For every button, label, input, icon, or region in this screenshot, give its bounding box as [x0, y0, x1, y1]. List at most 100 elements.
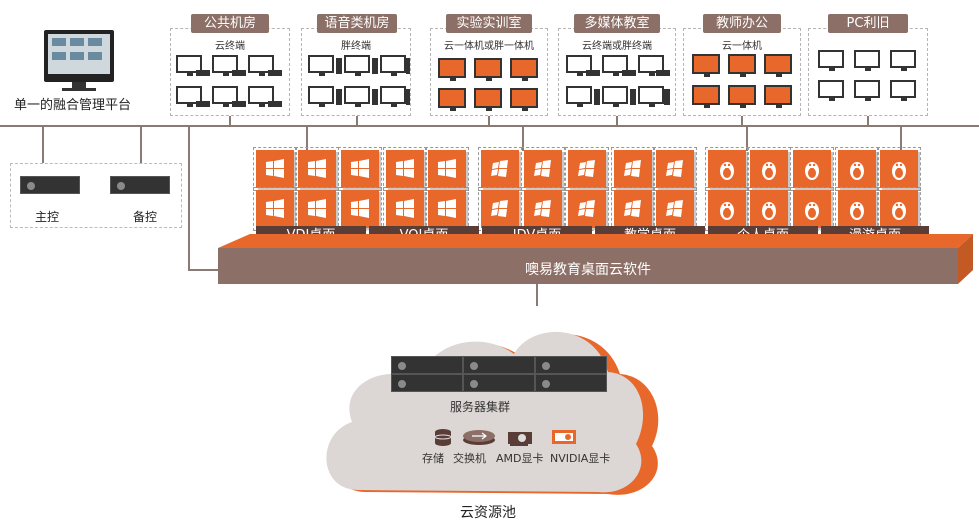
- desktop-link: [900, 127, 902, 151]
- all-in-one-terminal: [692, 54, 720, 77]
- all-in-one-terminal: [764, 85, 792, 108]
- windows-icon: [481, 190, 519, 228]
- windows-icon: [298, 190, 336, 228]
- thin-client-box: [196, 70, 210, 76]
- room-title-multimedia: 多媒体教室: [574, 14, 660, 33]
- linux-icon: [750, 150, 788, 188]
- terminal-monitor: [308, 55, 334, 76]
- backup-controller-label: 备控: [133, 210, 158, 224]
- server-unit: [463, 374, 535, 392]
- linux-icon: [838, 190, 876, 228]
- linux-icon: [880, 150, 918, 188]
- linux-icon: [793, 150, 831, 188]
- pc-tower: [336, 89, 342, 105]
- desktop-link: [746, 127, 748, 151]
- monitor-base: [62, 88, 96, 91]
- linux-icon: [793, 190, 831, 228]
- all-in-one-terminal: [474, 58, 502, 81]
- room-link: [229, 116, 231, 126]
- room-sub-public: 云终端: [215, 41, 245, 52]
- room-link: [741, 116, 743, 126]
- terminal-monitor: [566, 86, 592, 107]
- linux-icon: [750, 190, 788, 228]
- room-title-lab: 实验实训室: [446, 14, 532, 33]
- terminal-monitor: [380, 55, 406, 76]
- room-sub-multimedia: 云终端或胖终端: [582, 41, 652, 52]
- amd-gpu-icon: [508, 432, 532, 446]
- thin-client-box: [586, 70, 600, 76]
- platform-link-horizontal: [188, 269, 222, 271]
- room-link: [356, 116, 358, 126]
- all-in-one-terminal: [692, 85, 720, 108]
- terminal-monitor: [308, 86, 334, 107]
- server-unit: [535, 356, 607, 374]
- storage-icon: [434, 429, 452, 446]
- thin-client-box: [196, 101, 210, 107]
- terminal-monitor: [638, 55, 664, 76]
- thin-client-box: [232, 70, 246, 76]
- linux-icon: [708, 190, 746, 228]
- windows-icon: [428, 190, 466, 228]
- legacy-pc-monitor: [890, 80, 916, 101]
- windows-icon: [524, 190, 562, 228]
- cloud-pool-title: 云资源池: [460, 505, 516, 521]
- terminal-monitor: [248, 55, 274, 76]
- pc-tower: [630, 89, 636, 105]
- all-in-one-terminal: [510, 58, 538, 81]
- legacy-pc-monitor: [890, 50, 916, 71]
- terminal-monitor: [212, 55, 238, 76]
- management-label: 单一的融合管理平台: [14, 98, 132, 113]
- room-sub-lab: 云一体机或胖一体机: [444, 41, 534, 52]
- pc-tower: [406, 89, 410, 105]
- windows-icon: [428, 150, 466, 188]
- windows-icon: [386, 190, 424, 228]
- room-link: [488, 116, 490, 126]
- room-link: [867, 116, 869, 126]
- terminal-monitor: [602, 55, 628, 76]
- room-sub-teacher: 云一体机: [722, 41, 762, 52]
- all-in-one-terminal: [438, 88, 466, 111]
- resource-label-amd: AMD显卡: [496, 452, 544, 465]
- windows-icon: [341, 190, 379, 228]
- controller-box: [10, 163, 182, 228]
- resource-label-nvidia: NVIDIA显卡: [550, 452, 611, 465]
- server-cluster-label: 服务器集群: [450, 400, 511, 414]
- linux-icon: [838, 150, 876, 188]
- room-sub-language: 胖终端: [341, 41, 371, 52]
- legacy-pc-monitor: [854, 80, 880, 101]
- desktop-link: [522, 127, 524, 151]
- legacy-pc-monitor: [818, 80, 844, 101]
- all-in-one-terminal: [510, 88, 538, 111]
- terminal-monitor: [638, 86, 664, 107]
- terminal-monitor: [344, 86, 370, 107]
- terminal-monitor: [344, 55, 370, 76]
- pc-tower: [336, 58, 342, 74]
- nvidia-gpu-icon: [552, 430, 576, 444]
- platform-link: [188, 127, 190, 271]
- primary-controller-label: 主控: [35, 210, 60, 224]
- pc-tower: [372, 58, 378, 74]
- windows-icon: [614, 150, 652, 188]
- room-title-public: 公共机房: [191, 14, 269, 33]
- windows-icon: [256, 150, 294, 188]
- terminal-monitor: [176, 86, 202, 107]
- pc-tower: [406, 58, 410, 74]
- resource-label-storage: 存储: [422, 452, 444, 465]
- resource-label-switch: 交换机: [453, 452, 486, 465]
- cloud-link: [536, 284, 538, 306]
- legacy-pc-monitor: [818, 50, 844, 71]
- pc-tower: [664, 89, 670, 105]
- controller-link-primary: [42, 127, 44, 163]
- thin-client-box: [656, 70, 670, 76]
- terminal-monitor: [380, 86, 406, 107]
- thin-client-box: [622, 70, 636, 76]
- windows-icon: [656, 150, 694, 188]
- windows-icon: [256, 190, 294, 228]
- room-pc-reuse: [808, 28, 928, 116]
- terminal-monitor: [602, 86, 628, 107]
- server-cluster: [391, 356, 607, 392]
- all-in-one-terminal: [764, 54, 792, 77]
- all-in-one-terminal: [474, 88, 502, 111]
- terminal-monitor: [212, 86, 238, 107]
- all-in-one-terminal: [728, 85, 756, 108]
